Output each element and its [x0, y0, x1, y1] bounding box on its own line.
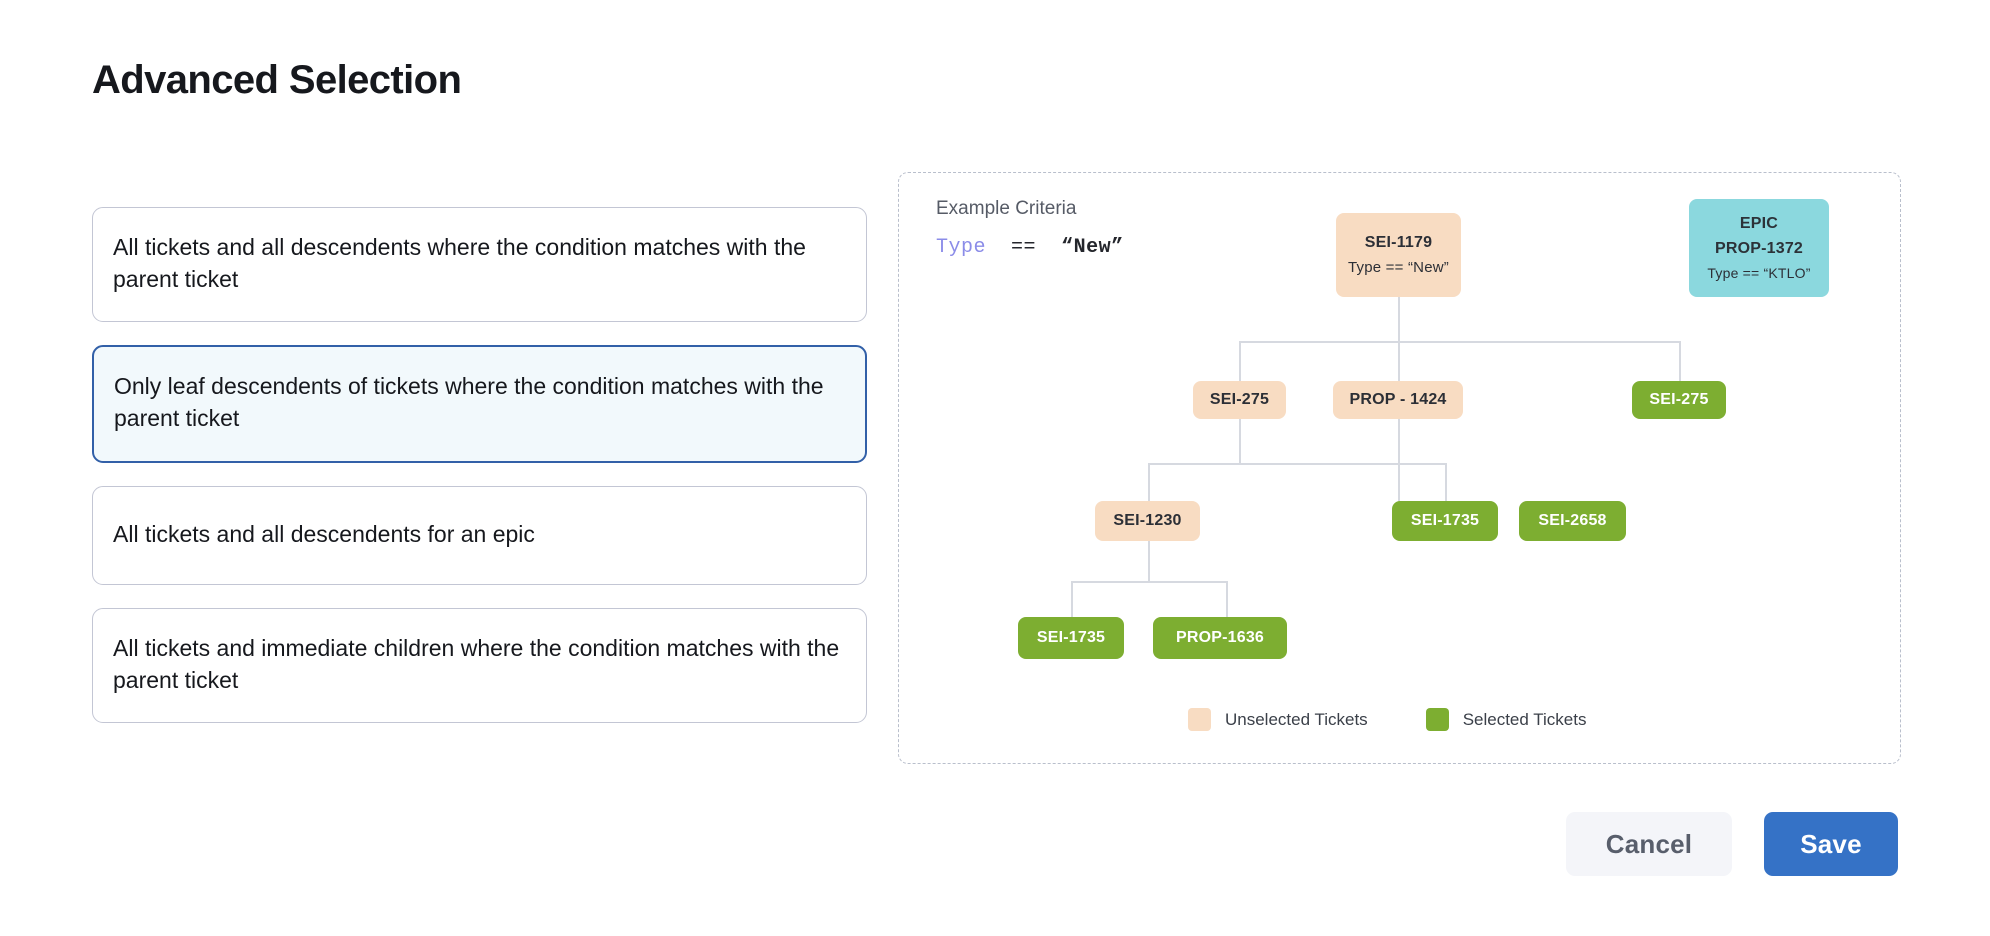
edge-to-sei1735-mid	[1445, 463, 1447, 501]
edge-prop1424-to-sei2658	[1398, 419, 1400, 501]
tree-node-sei275-right[interactable]: SEI-275	[1632, 381, 1726, 419]
tree-node-epic[interactable]: EPIC PROP-1372 Type == “KTLO”	[1689, 199, 1829, 297]
option-label: All tickets and all descendents where th…	[113, 234, 806, 292]
node-kind: EPIC	[1739, 215, 1779, 232]
tree-node-prop1636[interactable]: PROP-1636	[1153, 617, 1287, 659]
save-button[interactable]: Save	[1764, 812, 1898, 876]
dialog-footer: Cancel Save	[1566, 812, 1898, 876]
edge-to-sei1230	[1148, 463, 1150, 501]
option-card-leaf-descendents[interactable]: Only leaf descendents of tickets where t…	[92, 345, 867, 463]
node-id: SEI-275	[1209, 391, 1270, 408]
node-id: SEI-1735	[1036, 629, 1106, 646]
tree-node-sei1230[interactable]: SEI-1230	[1095, 501, 1200, 541]
edge-to-sei275-right	[1679, 341, 1681, 381]
tree-node-sei1735-bottom[interactable]: SEI-1735	[1018, 617, 1124, 659]
edge-row2-bus	[1239, 341, 1679, 343]
edge-row4-bus	[1071, 581, 1226, 583]
option-card-epic-descendents[interactable]: All tickets and all descendents for an e…	[92, 485, 867, 585]
ticket-tree: SEI-1179 Type == “New” EPIC PROP-1372 Ty…	[899, 173, 1900, 763]
node-id: PROP-1636	[1175, 629, 1265, 646]
option-label: All tickets and all descendents for an e…	[113, 520, 535, 547]
edge-root-stem	[1398, 297, 1400, 341]
node-id: SEI-2658	[1538, 512, 1607, 529]
legend-swatch-selected-icon	[1425, 708, 1449, 731]
node-id: SEI-1179	[1364, 234, 1433, 251]
option-card-all-descendents[interactable]: All tickets and all descendents where th…	[92, 207, 867, 323]
edge-sei1230-stem	[1148, 537, 1150, 581]
tree-node-sei2658[interactable]: SEI-2658	[1519, 501, 1626, 541]
node-id: SEI-1735	[1410, 512, 1480, 529]
node-id: SEI-275	[1649, 391, 1709, 408]
node-id: SEI-1230	[1113, 512, 1182, 529]
criteria-field: Type	[936, 236, 987, 259]
option-card-immediate-children[interactable]: All tickets and immediate children where…	[92, 607, 867, 724]
criteria-operator: ==	[1011, 236, 1037, 259]
diagram-legend: Unselected Tickets Selected Tickets	[1188, 708, 1586, 731]
page-title: Advanced Selection	[92, 58, 462, 102]
tree-node-sei1735-mid[interactable]: SEI-1735	[1392, 501, 1498, 541]
edge-to-sei275-left	[1239, 341, 1241, 381]
option-label: Only leaf descendents of tickets where t…	[114, 373, 824, 432]
option-label: All tickets and immediate children where…	[113, 634, 840, 693]
legend-label: Unselected Tickets	[1225, 709, 1368, 729]
cancel-button[interactable]: Cancel	[1566, 812, 1732, 876]
selection-options-list: All tickets and all descendents where th…	[92, 207, 867, 724]
edge-to-prop1424	[1398, 341, 1400, 381]
node-condition: Type == “New”	[1348, 259, 1449, 276]
edge-to-prop1636	[1226, 581, 1228, 617]
tree-node-root[interactable]: SEI-1179 Type == “New”	[1336, 213, 1461, 297]
criteria-label: Example Criteria	[936, 198, 1077, 219]
tree-node-prop1424[interactable]: PROP - 1424	[1333, 381, 1463, 419]
legend-item-selected: Selected Tickets	[1425, 708, 1587, 731]
legend-item-unselected: Unselected Tickets	[1188, 708, 1368, 731]
edge-to-sei1735-bottom	[1071, 581, 1073, 617]
edge-row3-bus	[1148, 463, 1445, 465]
legend-label: Selected Tickets	[1462, 709, 1587, 729]
example-diagram-panel: Example Criteria Type == “New”	[898, 172, 1901, 764]
legend-swatch-unselected-icon	[1188, 708, 1211, 731]
tree-node-sei275-left[interactable]: SEI-275	[1193, 381, 1286, 419]
node-id: PROP-1372	[1714, 240, 1804, 257]
edge-sei275-stem	[1239, 419, 1241, 463]
criteria-value: “New”	[1061, 236, 1124, 259]
criteria-expression: Type == “New”	[936, 236, 1124, 259]
node-id: PROP - 1424	[1349, 391, 1447, 408]
node-condition: Type == “KTLO”	[1707, 265, 1811, 281]
